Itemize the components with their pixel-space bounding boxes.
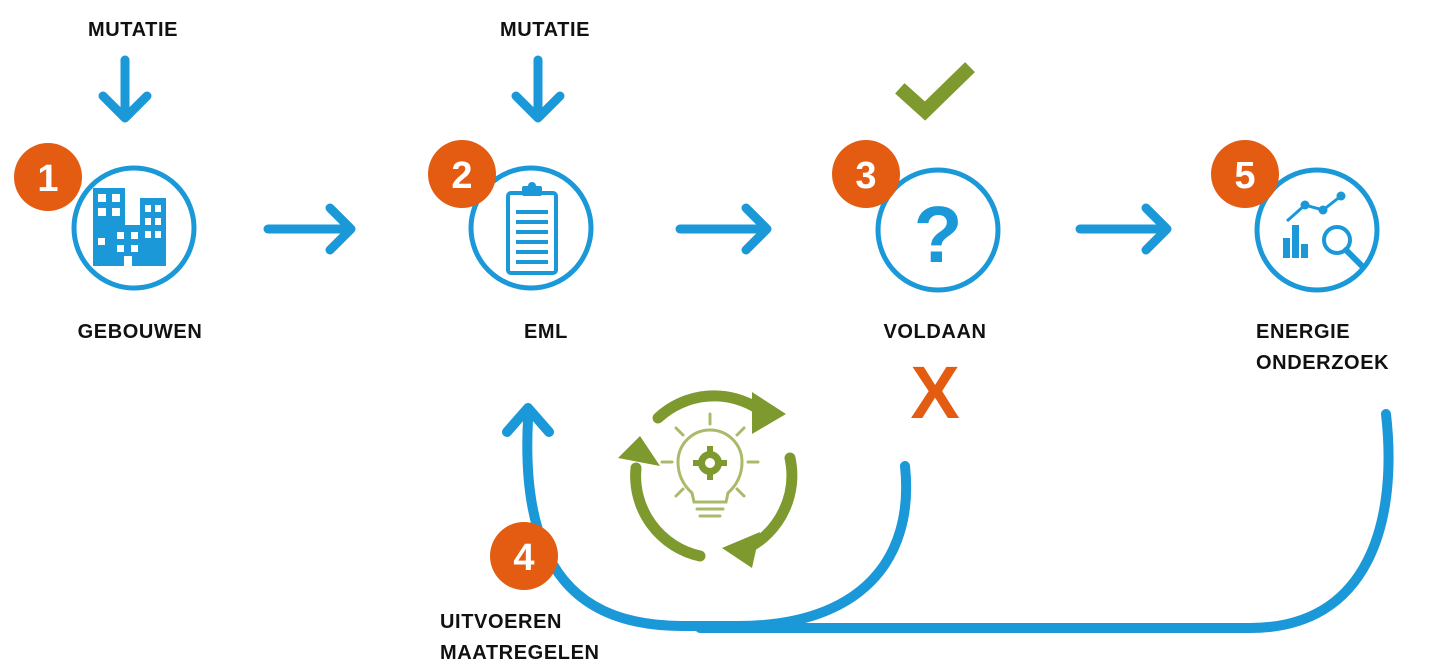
step-1-badge: [14, 143, 82, 211]
step-3-badge: [832, 140, 900, 208]
x-mark-icon: X: [910, 351, 959, 434]
step-3-number: 3: [855, 155, 876, 197]
down-arrow-icon: [511, 55, 565, 123]
step-4-badge: [490, 522, 558, 590]
step-2-badge: [428, 140, 496, 208]
right-arrow-icon: [263, 203, 356, 255]
clipboard-icon: [506, 182, 558, 275]
return-arrowhead-icon: [502, 403, 554, 437]
right-arrow-icon: [675, 203, 772, 255]
analytics-icon: [1283, 191, 1365, 269]
step-1-number: 1: [37, 158, 58, 200]
step-1-label: GEBOUWEN: [78, 321, 203, 343]
buildings-icon: [93, 188, 166, 266]
step-3-node: ? 3 VOLDAAN: [832, 140, 1001, 343]
step-3-label: VOLDAAN: [883, 321, 986, 343]
step-5-node: 5 ENERGIE ONDERZOEK: [1211, 140, 1389, 374]
step-1-node: 1 GEBOUWEN: [14, 143, 202, 343]
step-4-label-line2: MAATREGELEN: [440, 642, 600, 664]
mutation-label-1: MUTATIE: [88, 19, 178, 41]
step-2-node: 2 EML: [428, 140, 594, 343]
question-icon: ?: [914, 190, 963, 279]
lightbulb-cycle-icon: [618, 390, 798, 568]
return-arc-from-step-3: [522, 415, 912, 631]
mutation-label-2: MUTATIE: [500, 19, 590, 41]
step-5-label-line2: ONDERZOEK: [1256, 352, 1389, 374]
right-arrow-icon: [1075, 203, 1172, 255]
step-2-label: EML: [524, 321, 568, 343]
step-4-number: 4: [513, 537, 534, 579]
step-3-circle: [875, 167, 1001, 293]
step-5-label-line1: ENERGIE: [1256, 321, 1350, 343]
down-arrow-icon: [98, 55, 152, 123]
checkmark-icon: [895, 62, 975, 121]
step-4-node: 4 UITVOEREN MAATREGELEN: [440, 522, 600, 664]
return-arc-from-step-5: [695, 409, 1394, 633]
step-2-circle: [468, 165, 594, 291]
step-2-number: 2: [451, 155, 472, 197]
step-4-label-line1: UITVOEREN: [440, 611, 562, 633]
step-5-badge: [1211, 140, 1279, 208]
step-5-circle: [1254, 167, 1380, 293]
step-5-number: 5: [1234, 155, 1255, 197]
